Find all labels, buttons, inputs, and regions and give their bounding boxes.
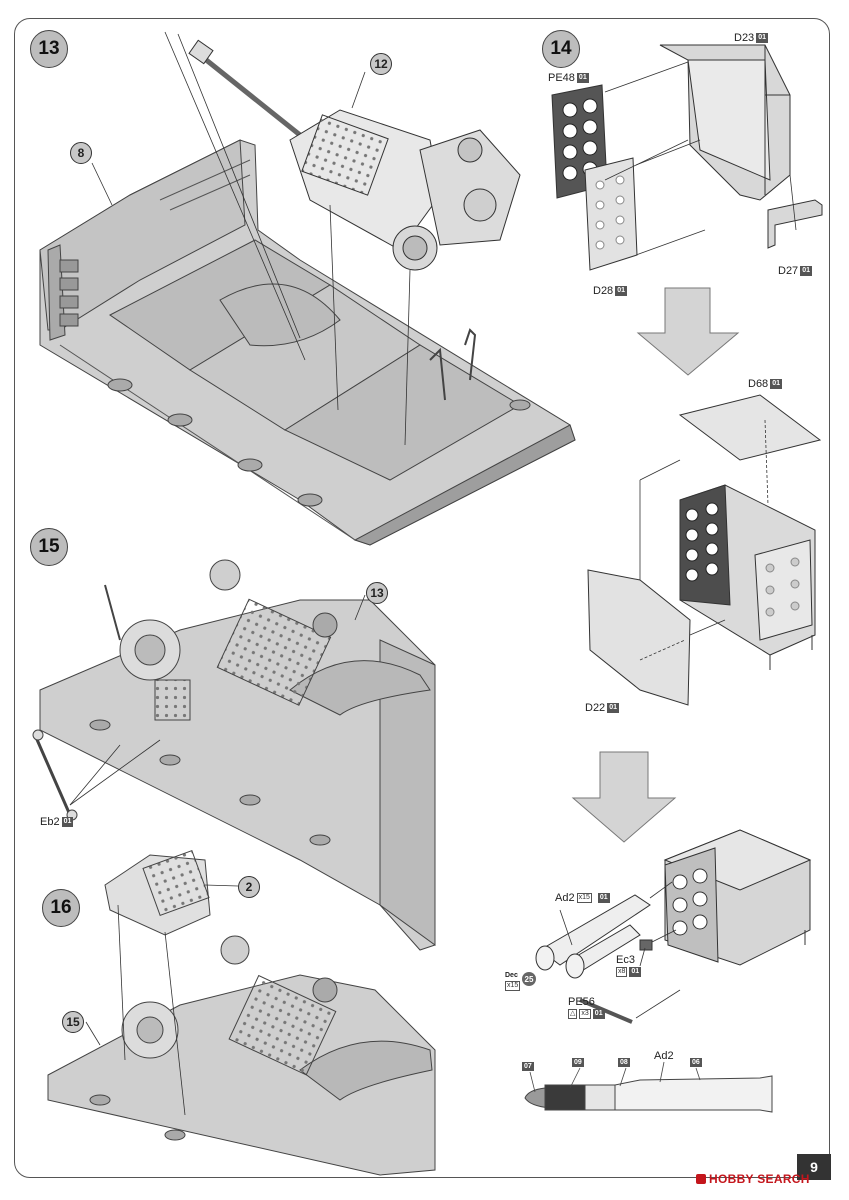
step14-ammo-box-exploded (551, 44, 823, 271)
page-number: 9 (797, 1154, 831, 1180)
step14-sequence-arrow-1 (636, 287, 740, 376)
shell-color-06: 06 (690, 1058, 702, 1067)
step14-ammo-box-with-shells (535, 829, 812, 1024)
shell-part-ad2: Ad2 (654, 1050, 674, 1062)
step16-guide-lines (85, 884, 239, 1116)
step14-guide-lines (604, 61, 797, 256)
step-number-14: 14 (542, 30, 580, 68)
ref-step-12: 12 (370, 53, 392, 75)
step13-hull-floor (39, 139, 576, 546)
shell-color-09: 09 (572, 1058, 584, 1067)
shell-color-diagram (524, 1061, 773, 1113)
step16-hull-floor (47, 849, 436, 1176)
photo-etch-icon: △ (568, 1009, 578, 1019)
step-number-16: 16 (42, 889, 80, 927)
ref-step-15: 15 (62, 1011, 84, 1033)
shell-color-07: 07 (522, 1062, 534, 1071)
ref-step-13: 13 (366, 582, 388, 604)
step14-solid-guides (639, 459, 726, 636)
step-number-13: 13 (30, 30, 68, 68)
page-frame (14, 18, 830, 1178)
decal-number: 25 (522, 972, 536, 986)
ref-step-2: 2 (238, 876, 260, 898)
step14-sequence-arrow-2 (571, 751, 677, 843)
step14-dashed-guides (639, 419, 769, 661)
step15-guide-lines (69, 594, 366, 806)
step13-engine (188, 39, 521, 271)
step-number-15: 15 (30, 528, 68, 566)
decal-reference: Dec x15 (505, 972, 521, 991)
step15-hull-floor (32, 559, 436, 951)
step14-ammo-box-assembled (587, 394, 822, 706)
ref-step-8: 8 (70, 142, 92, 164)
watermark: HOBBY SEARCH (696, 1172, 810, 1186)
step13-guide-lines (91, 31, 411, 446)
step14-shell-guides (559, 881, 681, 1019)
shell-color-08: 08 (618, 1058, 630, 1067)
hobby-search-logo-icon (696, 1174, 706, 1184)
